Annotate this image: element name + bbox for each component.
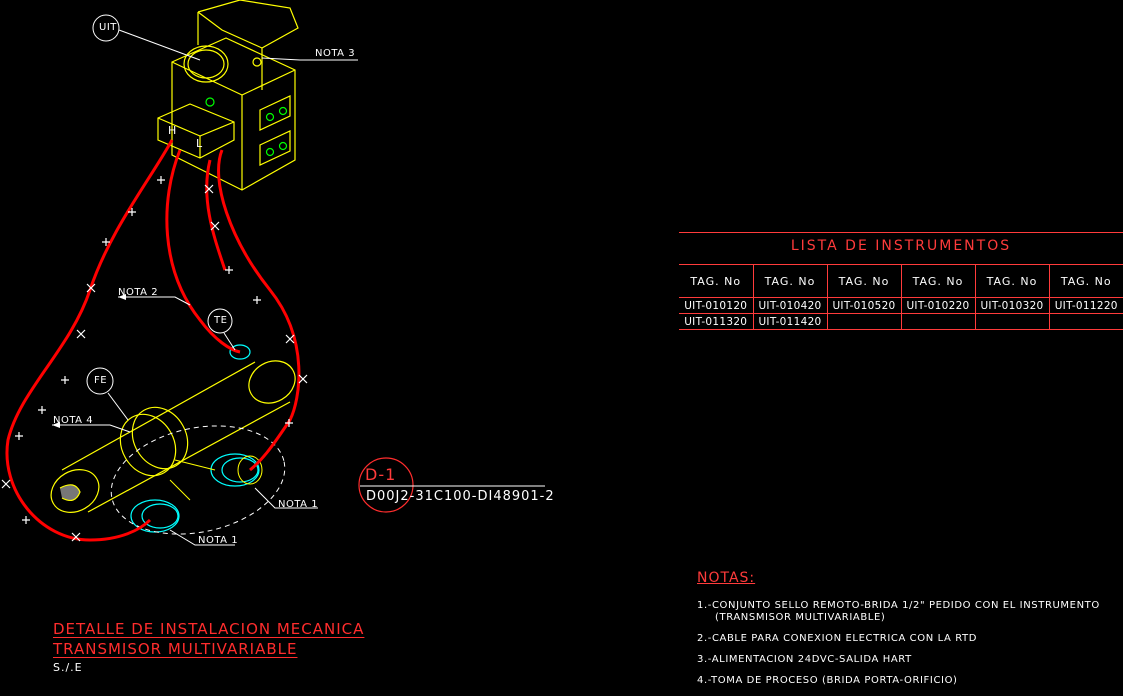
column-header: TAG. No: [826, 265, 901, 298]
process-connection-outline: [110, 425, 286, 535]
column-header: TAG. No: [752, 265, 827, 298]
cable-tie-marks: [1, 176, 308, 542]
nota2-label: NOTA 2: [118, 287, 159, 298]
note-3: 3.-ALIMENTACION 24DVC-SALIDA HART: [697, 654, 912, 665]
table-cell: UIT-011220: [1048, 297, 1123, 314]
capillary-cables: [5, 139, 301, 542]
table-cell: UIT-010120: [679, 297, 753, 314]
te-bubble: [207, 308, 233, 334]
column-header: TAG. No: [679, 265, 753, 298]
uit-bubble: [92, 14, 120, 42]
detail-id: D-1: [365, 465, 397, 484]
pipe: [50, 360, 296, 513]
nota3-label: NOTA 3: [315, 48, 356, 59]
note-1-line-1: 1.-CONJUNTO SELLO REMOTO-BRIDA 1/2" PEDI…: [697, 600, 1100, 611]
notes-title: NOTAS:: [697, 570, 756, 586]
column-header: TAG. No: [900, 265, 975, 298]
table-cell: [1048, 313, 1123, 330]
detail-circle: [358, 457, 414, 513]
remote-seal-flanges: [130, 344, 260, 533]
note-4: 4.-TOMA DE PROCESO (BRIDA PORTA-ORIFICIO…: [697, 675, 958, 686]
drawing-title-line-1: DETALLE DE INSTALACION MECANICA: [53, 620, 365, 638]
drawing-title-line-2: TRANSMISOR MULTIVARIABLE: [53, 640, 298, 658]
note-1-line-2: (TRANSMISOR MULTIVARIABLE): [715, 612, 886, 623]
table-cell: UIT-011320: [679, 313, 753, 330]
table-cell: UIT-010520: [826, 297, 901, 314]
table-cell: [826, 313, 901, 330]
detail-reference: D00J2-31C100-DI48901-2: [366, 489, 555, 504]
terminal-dots: [205, 97, 288, 157]
fe-label: FE: [94, 375, 108, 386]
te-label: TE: [214, 315, 228, 326]
table-cell: UIT-011420: [752, 313, 827, 330]
table-cell: UIT-010420: [752, 297, 827, 314]
transmitter-body: [157, 0, 299, 191]
nota1-label-a: NOTA 1: [278, 499, 319, 510]
h-label: H: [168, 124, 177, 137]
table-header-row: TAG. No TAG. No TAG. No TAG. No TAG. No …: [679, 265, 1123, 298]
uit-label: UIT: [99, 22, 117, 33]
table-row: UIT-011320 UIT-011420: [679, 313, 1123, 330]
fe-bubble: [86, 367, 114, 395]
column-header: TAG. No: [974, 265, 1049, 298]
table-cell: [974, 313, 1049, 330]
nota4-label: NOTA 4: [53, 415, 94, 426]
notes-section: NOTAS: 1.-CONJUNTO SELLO REMOTO-BRIDA 1/…: [697, 570, 1100, 696]
instrument-list-title: LISTA DE INSTRUMENTOS: [679, 232, 1123, 265]
table-row: UIT-010120 UIT-010420 UIT-010520 UIT-010…: [679, 297, 1123, 314]
scale-label: S./.E: [53, 661, 83, 674]
column-header: TAG. No: [1048, 265, 1123, 298]
l-label: L: [196, 137, 203, 150]
nota1-label-b: NOTA 1: [198, 535, 239, 546]
table-cell: UIT-010320: [974, 297, 1049, 314]
note-2: 2.-CABLE PARA CONEXION ELECTRICA CON LA …: [697, 633, 978, 644]
table-cell: UIT-010220: [900, 297, 975, 314]
instrument-list-table: LISTA DE INSTRUMENTOS TAG. No TAG. No TA…: [679, 232, 1123, 330]
note-1: 1.-CONJUNTO SELLO REMOTO-BRIDA 1/2" PEDI…: [697, 600, 1100, 624]
table-cell: [900, 313, 975, 330]
